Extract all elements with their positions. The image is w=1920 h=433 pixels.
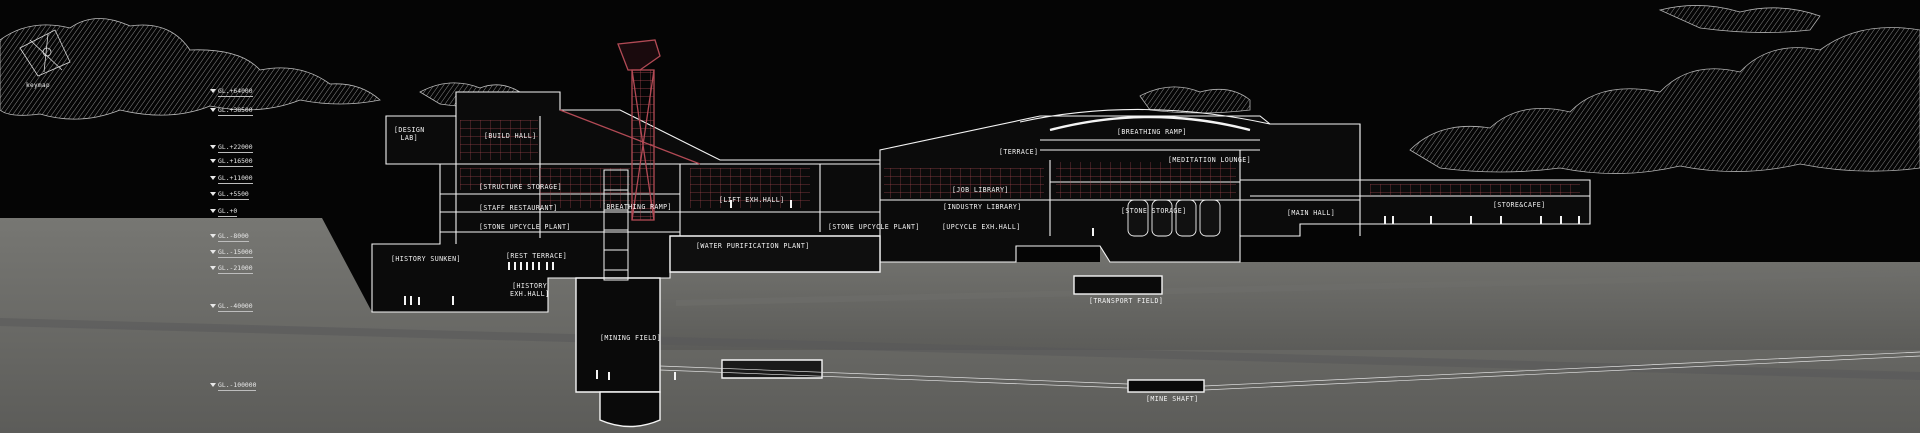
room-label-staff-restaurant: [STAFF RESTAURANT]: [479, 204, 558, 212]
level-marker: GL.+0: [210, 207, 238, 217]
room-label-meditation-lounge: [MEDITATION LOUNGE]: [1168, 156, 1252, 164]
underground-spaces: [575, 235, 1205, 428]
level-arrow-icon: [210, 145, 216, 149]
level-arrow-icon: [210, 89, 216, 93]
room-label-breathing-ramp-core: [BREATHING RAMP]: [602, 203, 672, 211]
level-marker: GL.+38500: [210, 106, 253, 116]
room-label-transport-field: [TRANSPORT FIELD]: [1089, 297, 1164, 305]
level-marker: GL.+16500: [210, 157, 253, 167]
level-arrow-icon: [210, 234, 216, 238]
level-label: GL.+5500: [218, 190, 249, 200]
level-marker: GL.+11000: [210, 174, 253, 184]
level-label: GL.+0: [218, 207, 238, 217]
level-label: GL.+16500: [218, 157, 253, 167]
room-label-main-hall: [MAIN HALL]: [1287, 209, 1336, 217]
stone-storage-silos: [1127, 199, 1221, 237]
room-label-upcycle-exh-hall: [UPCYCLE EXH.HALL]: [942, 223, 1021, 231]
level-marker: GL.-100000: [210, 381, 257, 391]
people-silhouettes: [404, 200, 1580, 380]
room-label-water-purification-plant: [WATER PURIFICATION PLANT]: [696, 242, 810, 250]
level-label: GL.-15000: [218, 248, 253, 258]
level-label: GL.+22000: [218, 143, 253, 153]
keymap-sketch: [19, 29, 71, 77]
room-label-build-hall: [BUILD HALL]: [484, 132, 537, 140]
level-marker: GL.-15000: [210, 248, 253, 258]
room-label-mine-shaft: [MINE SHAFT]: [1146, 395, 1199, 403]
room-label-mining-field: [MINING FIELD]: [600, 334, 662, 342]
ground-mass: [0, 218, 1920, 433]
room-label-stone-storage: [STONE STORAGE]: [1121, 207, 1187, 215]
room-label-lift-exh-hall: [LIFT EXH.HALL]: [719, 196, 785, 204]
room-label-job-library: [JOB LIBRARY]: [952, 186, 1009, 194]
level-arrow-icon: [210, 266, 216, 270]
lift-core: [603, 169, 629, 281]
room-label-terrace: [TERRACE]: [999, 148, 1039, 156]
level-marker: GL.+5500: [210, 190, 249, 200]
level-label: GL.-8000: [218, 232, 249, 242]
level-arrow-icon: [210, 209, 216, 213]
room-label-stone-upcycle-plant-mid: [STONE UPCYCLE PLANT]: [828, 223, 920, 231]
level-marker: GL.-21000: [210, 264, 253, 274]
level-arrow-icon: [210, 176, 216, 180]
level-arrow-icon: [210, 304, 216, 308]
room-label-store-cafe: [STORE&CAFE]: [1493, 201, 1546, 209]
level-marker: GL.+22000: [210, 143, 253, 153]
clouds-right: [1139, 5, 1920, 174]
room-label-breathing-ramp-top: [BREATHING RAMP]: [1117, 128, 1187, 136]
red-structure-infill: [460, 120, 1580, 208]
level-marker: GL.-40000: [210, 302, 253, 312]
level-arrow-icon: [210, 159, 216, 163]
level-label: GL.+64000: [218, 87, 253, 97]
level-label: GL.-100000: [218, 381, 257, 391]
headframe-tower: [559, 39, 701, 221]
level-label: GL.-21000: [218, 264, 253, 274]
level-arrow-icon: [210, 192, 216, 196]
room-label-design-lab: [DESIGN LAB]: [394, 126, 425, 142]
level-arrow-icon: [210, 108, 216, 112]
level-label: GL.+11000: [218, 174, 253, 184]
room-label-stone-upcycle-plant-left: [STONE UPCYCLE PLANT]: [479, 223, 571, 231]
room-label-history-sunken: [HISTORY SUNKEN]: [391, 255, 461, 263]
room-label-history-exh-hall: [HISTORY EXH.HALL]: [510, 282, 550, 298]
level-marker: GL.-8000: [210, 232, 249, 242]
level-arrow-icon: [210, 250, 216, 254]
mine-rails: [659, 351, 1920, 391]
level-marker: GL.+64000: [210, 87, 253, 97]
level-arrow-icon: [210, 383, 216, 387]
keymap-label: keymap: [26, 82, 51, 89]
room-label-structure-storage: [STRUCTURE STORAGE]: [479, 183, 563, 191]
level-label: GL.-40000: [218, 302, 253, 312]
room-label-industry-library: [INDUSTRY LIBRARY]: [943, 203, 1022, 211]
level-label: GL.+38500: [218, 106, 253, 116]
room-label-rest-terrace: [REST TERRACE]: [506, 252, 568, 260]
